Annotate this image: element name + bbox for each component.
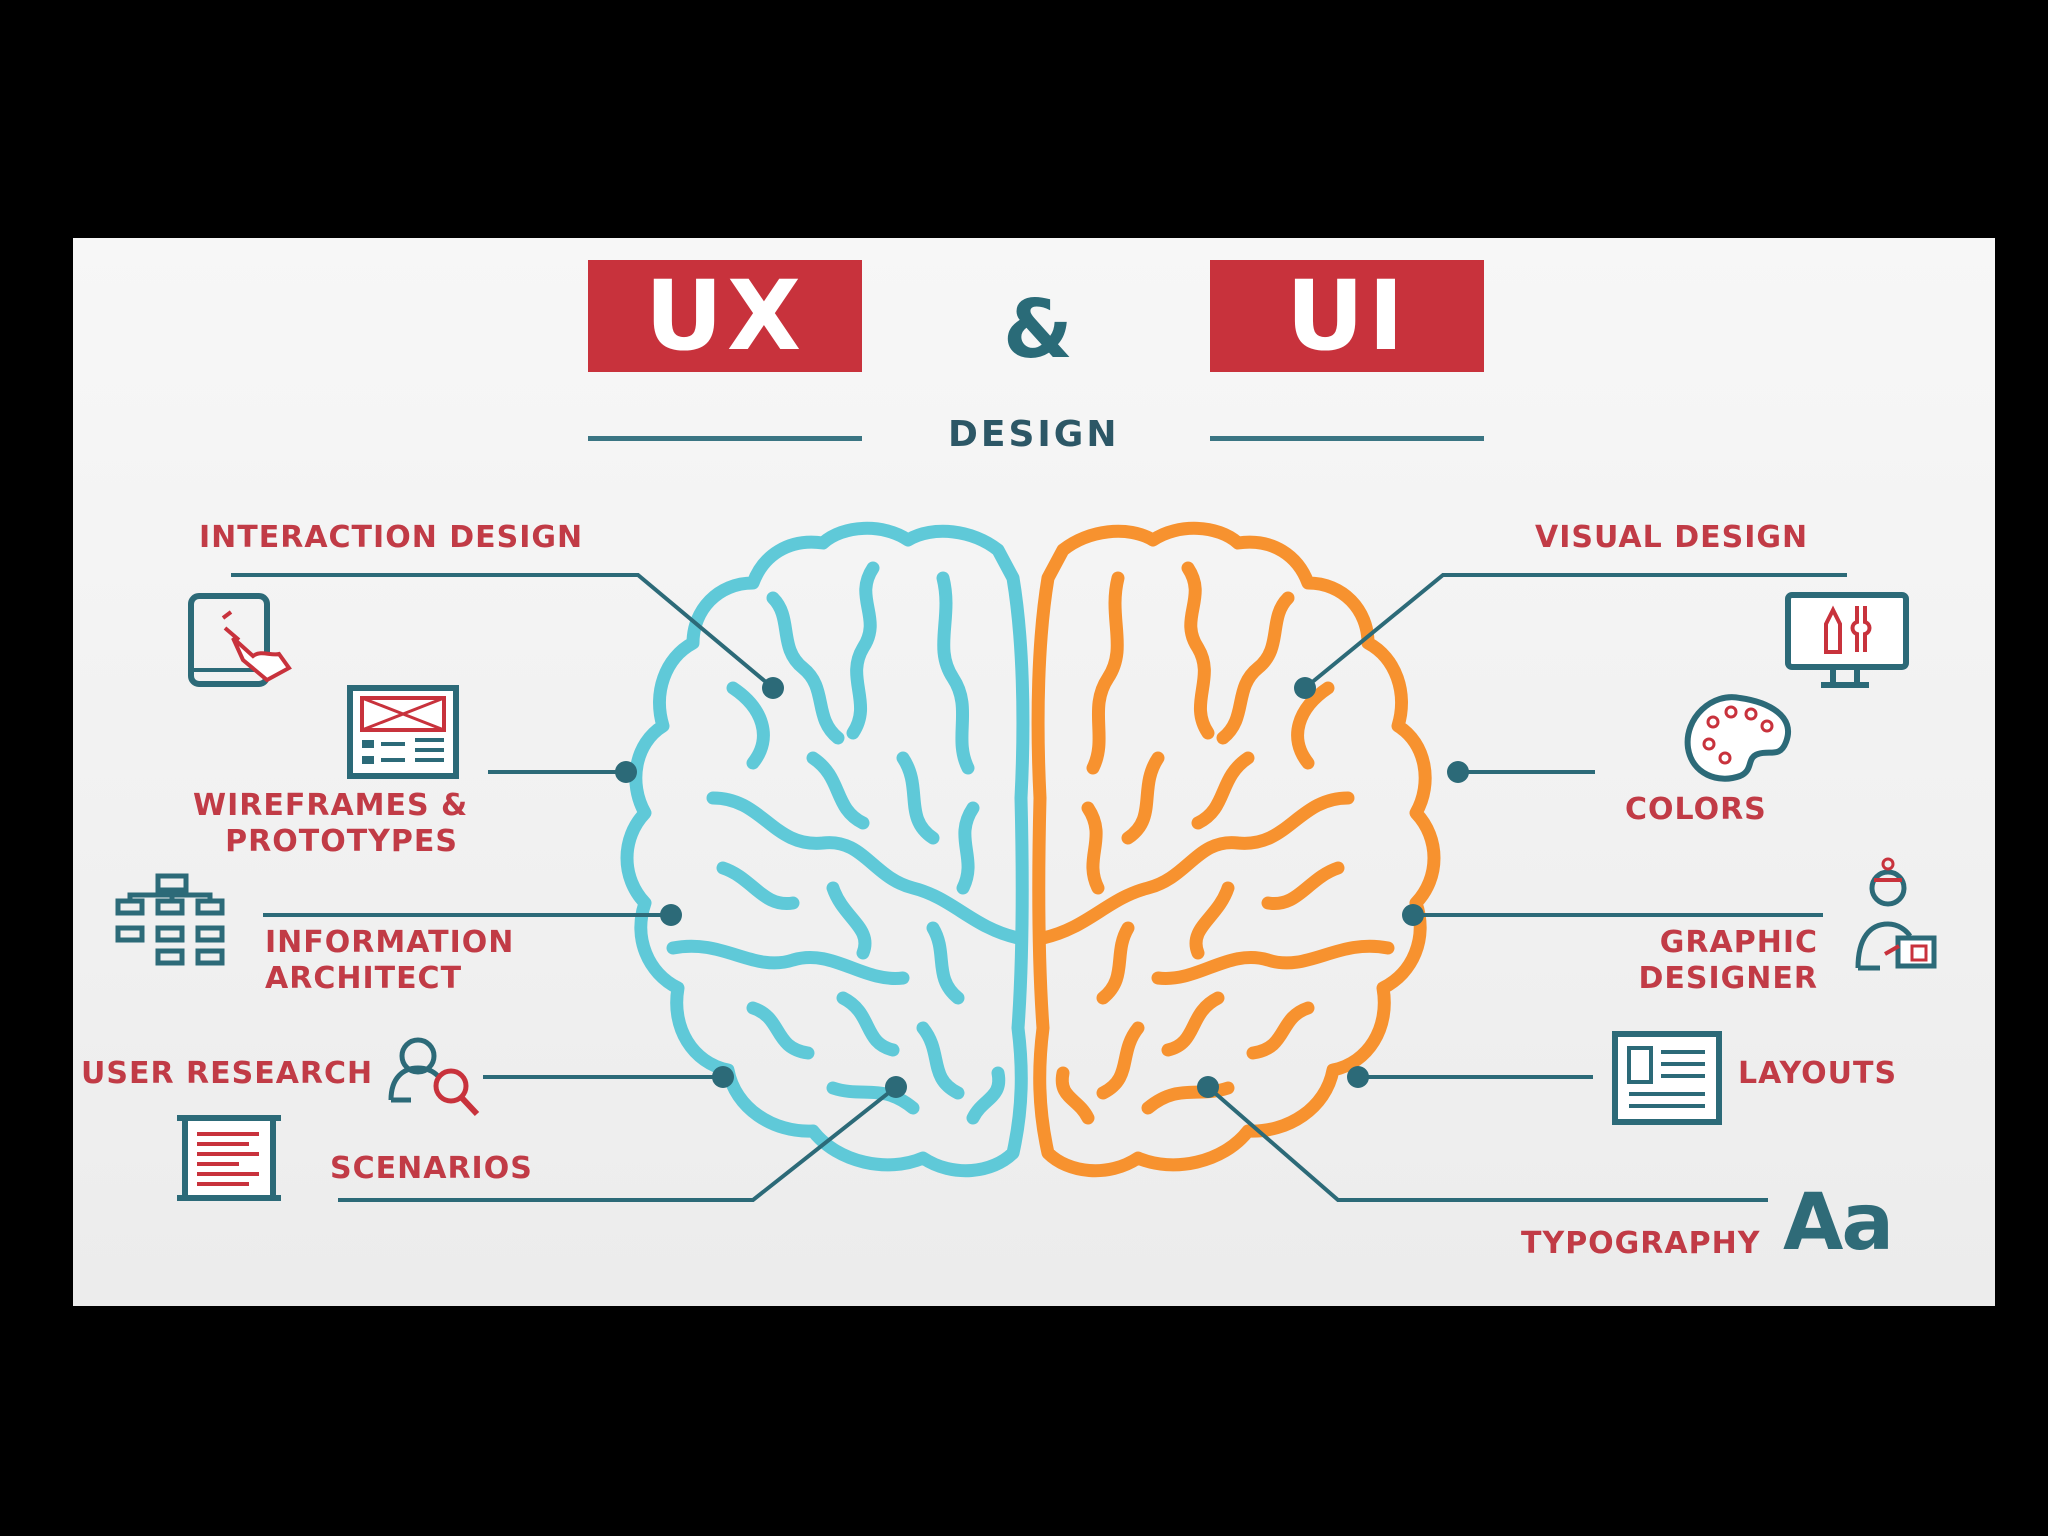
- typography-icon: Aa: [1783, 1178, 1894, 1268]
- wireframe-icon: [347, 685, 459, 779]
- designer-icon: [1855, 857, 1937, 971]
- palette-icon: [1684, 694, 1791, 782]
- ui-title: UI: [1286, 260, 1408, 372]
- label-colors: COLORS: [1625, 792, 1767, 827]
- sitemap-icon: [115, 873, 225, 966]
- label-interaction-design: INTERACTION DESIGN: [199, 520, 584, 555]
- monitor-tools-icon: [1785, 592, 1909, 688]
- label-visual-design: VISUAL DESIGN: [1535, 520, 1809, 555]
- layout-icon: [1612, 1031, 1722, 1125]
- left-brain-outline: [620, 521, 1030, 1178]
- ux-title: UX: [645, 260, 805, 372]
- left-brain-hemisphere: [620, 521, 1030, 1178]
- label-layouts: LAYOUTS: [1738, 1056, 1898, 1091]
- connector-lines: [231, 573, 1847, 1202]
- ux-title-box: UX: [588, 260, 862, 372]
- label-wireframes-text: WIREFRAMES &PROTOTYPES: [193, 788, 469, 859]
- title-rule-left: [588, 436, 862, 441]
- infographic-panel: UX & UI DESIGN INTERACTION DESIGN WIREFR…: [73, 238, 1995, 1306]
- right-brain-hemisphere: [1031, 521, 1441, 1178]
- title-rule-right: [1210, 436, 1484, 441]
- document-scroll-icon: [177, 1115, 281, 1201]
- tablet-touch-icon: [188, 593, 292, 687]
- connector-dots: [615, 677, 1469, 1098]
- user-search-icon: [388, 1037, 480, 1117]
- label-scenarios: SCENARIOS: [330, 1151, 533, 1186]
- ui-title-box: UI: [1210, 260, 1484, 372]
- label-typography: TYPOGRAPHY: [1521, 1226, 1761, 1261]
- label-user-research: USER RESEARCH: [81, 1056, 374, 1091]
- diagram-graphics: [115, 521, 1937, 1202]
- design-subtitle: DESIGN: [948, 414, 1120, 455]
- label-wireframes-prototypes: WIREFRAMES &PROTOTYPES: [193, 788, 467, 860]
- ampersand: &: [1003, 283, 1073, 376]
- right-brain-outline: [1031, 521, 1441, 1178]
